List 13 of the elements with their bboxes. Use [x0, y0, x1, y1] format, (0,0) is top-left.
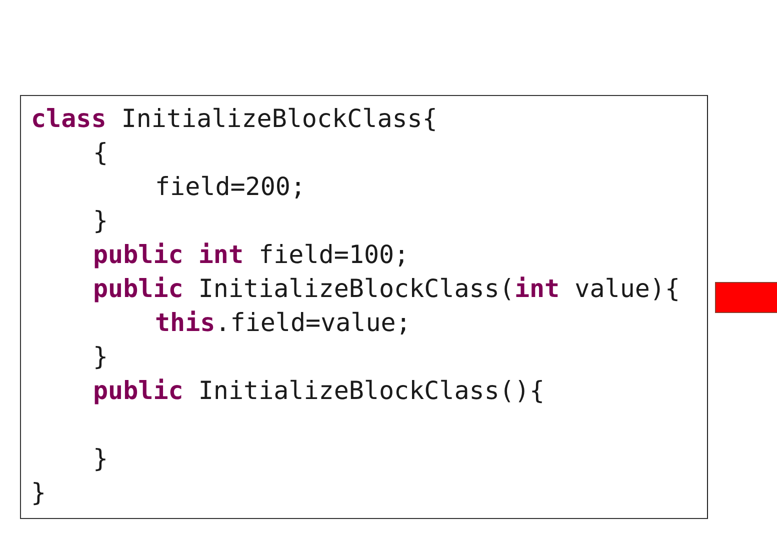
- code-line: public int field=100;: [93, 240, 410, 270]
- code-line: }: [93, 342, 108, 372]
- code-line: field=200;: [155, 172, 306, 202]
- code-line: }: [93, 444, 108, 474]
- code-line: {: [93, 138, 108, 168]
- code-line: public InitializeBlockClass(int value){: [93, 274, 680, 304]
- highlight-bar: [715, 282, 777, 313]
- code-line: class InitializeBlockClass{: [31, 104, 438, 134]
- code-line: }: [31, 478, 46, 508]
- code-line: }: [93, 206, 108, 236]
- code-line: public InitializeBlockClass(){: [93, 376, 545, 406]
- code-panel: [20, 95, 708, 519]
- code-line: this.field=value;: [155, 308, 411, 338]
